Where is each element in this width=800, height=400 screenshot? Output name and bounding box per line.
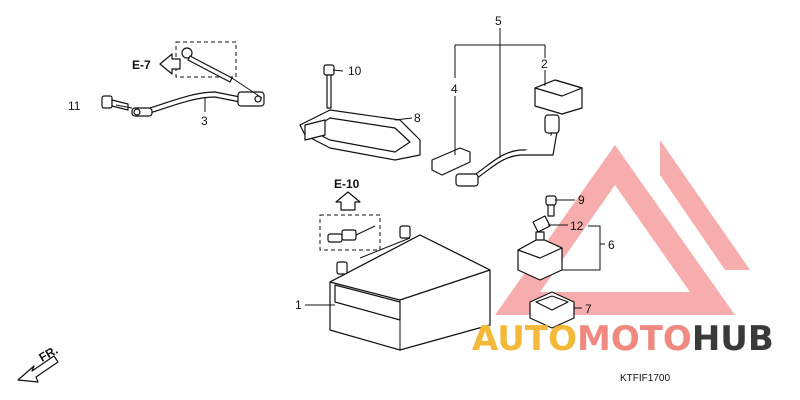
callout-4: 4 xyxy=(451,82,458,96)
bolt-10 xyxy=(323,64,335,109)
detail-box-e7 xyxy=(175,41,237,78)
arrow-left-icon xyxy=(159,53,181,75)
callout-12: 12 xyxy=(570,219,584,233)
callout-5: 5 xyxy=(495,14,502,28)
starter-relay-6 xyxy=(517,231,563,281)
clip-12 xyxy=(532,215,551,233)
terminal-cover-2 xyxy=(534,79,583,115)
callout-2: 2 xyxy=(541,57,548,71)
terminal-cover-4 xyxy=(431,147,471,176)
watermark-logo-icon xyxy=(495,140,750,315)
callout-7: 7 xyxy=(585,302,592,316)
connector-e10 xyxy=(327,225,376,243)
callout-8: 8 xyxy=(414,111,421,125)
detail-box-e10 xyxy=(319,214,381,251)
watermark-auto: AUTO xyxy=(472,319,577,359)
relay-cover-7 xyxy=(529,291,575,329)
battery-1 xyxy=(329,225,491,351)
callout-1: 1 xyxy=(295,298,302,312)
watermark-hub: HUB xyxy=(692,319,774,359)
callout-10: 10 xyxy=(348,64,362,78)
callout-6: 6 xyxy=(608,238,615,252)
front-arrow-icon xyxy=(17,355,59,383)
bracket-8 xyxy=(299,109,421,161)
watermark-text: AUTOMOTOHUB xyxy=(472,319,774,359)
callout-11: 11 xyxy=(68,99,81,113)
bolt-e7 xyxy=(181,47,233,83)
watermark-moto: MOTO xyxy=(577,319,692,359)
ref-e7: E-7 xyxy=(132,58,151,72)
callout-3: 3 xyxy=(201,114,208,128)
diagram-code: KTFIF1700 xyxy=(620,373,670,384)
arrow-up-icon xyxy=(335,191,361,211)
cable-assembly-5 xyxy=(455,114,560,187)
ref-e10: E-10 xyxy=(334,177,360,191)
bolt-11 xyxy=(101,95,129,111)
battery-cable-3 xyxy=(131,91,265,117)
bolt-9 xyxy=(545,195,557,217)
callout-9: 9 xyxy=(578,193,585,207)
